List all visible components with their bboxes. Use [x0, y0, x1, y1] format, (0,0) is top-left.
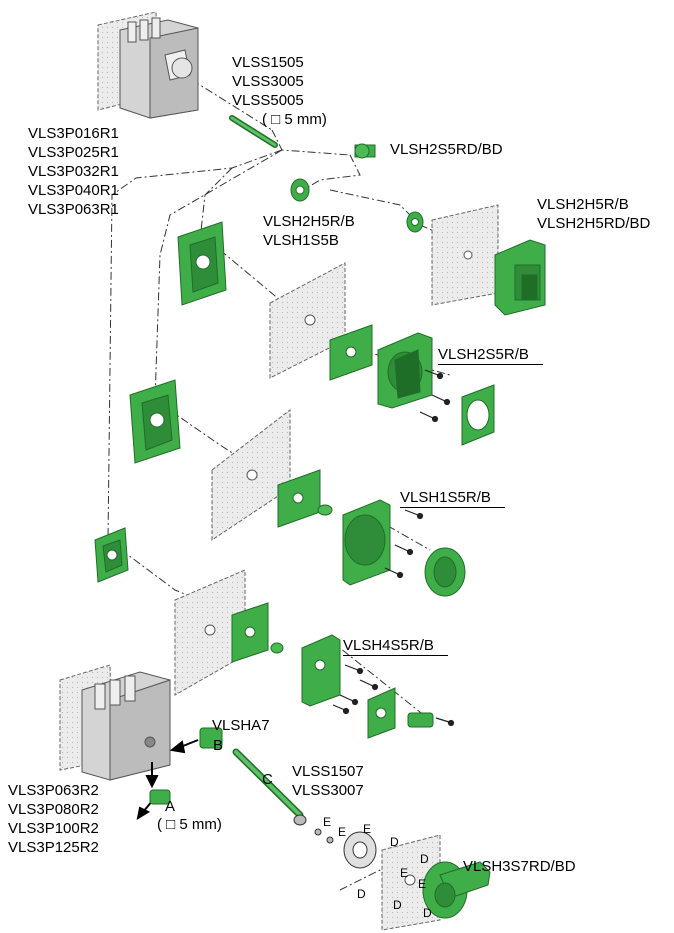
vlsh2s5rb-label: VLSH2S5R/B — [438, 345, 543, 365]
letter-d: D — [420, 852, 429, 866]
letter-b: B — [213, 737, 224, 754]
adapter-a-b — [149, 727, 223, 805]
vlsh2h5rb-right-label: VLSH2H5R/B VLSH2H5RD/BD — [537, 196, 651, 232]
letter-e: E — [323, 815, 332, 829]
frames — [94, 221, 227, 583]
letter-e: E — [400, 866, 409, 880]
shaft-bottom-size: ( □ 5 mm) — [157, 816, 222, 833]
switch-bottom — [81, 671, 171, 781]
letter-e: E — [418, 877, 427, 891]
switch-bottom-label: VLS3P063R2 VLS3P080R2 VLS3P100R2 VLS3P12… — [8, 782, 99, 856]
letter-d: D — [390, 835, 399, 849]
handle-vlsh2s5rb — [377, 332, 495, 446]
letter-a: A — [165, 798, 176, 815]
handle-vlsh1s5rb — [317, 499, 466, 597]
shaft-bottom-label: VLSS1507 VLSS3007 — [292, 763, 364, 799]
handle-top-right — [494, 239, 546, 316]
collar-bottom — [343, 831, 377, 869]
letter-d: D — [423, 906, 432, 920]
adapter-small — [290, 143, 424, 233]
letter-e: E — [363, 822, 372, 836]
switch-top-label: VLS3P016R1 VLS3P025R1 VLS3P032R1 VLS3P04… — [28, 125, 119, 218]
vlsh4s5rb-label: VLSH4S5R/B — [343, 636, 448, 656]
vlsh3s7rdbd-label: VLSH3S7RD/BD — [463, 858, 576, 875]
letter-d: D — [393, 898, 402, 912]
vlsh1s5rb-label: VLSH1S5R/B — [400, 488, 505, 508]
letter-c: C — [262, 771, 273, 788]
switch-top — [119, 17, 199, 119]
arrows — [136, 739, 199, 821]
vlsha7-label: VLSHA7 — [212, 717, 270, 734]
letter-d: D — [357, 887, 366, 901]
handle-vlsh3s7rdbd — [422, 861, 491, 919]
vlsh2h5rb-mid-label: VLSH2H5R/B VLSH1S5B — [263, 213, 355, 249]
handle-vlsh4s5rb — [270, 634, 434, 739]
plates — [231, 324, 373, 663]
screws — [332, 369, 455, 727]
shaft-top-label: VLSS1505 VLSS3005 VLSS5005 ( □ 5 mm) — [232, 54, 327, 128]
vlsh2s5rdbd-label: VLSH2S5RD/BD — [390, 141, 503, 158]
letter-e: E — [338, 825, 347, 839]
